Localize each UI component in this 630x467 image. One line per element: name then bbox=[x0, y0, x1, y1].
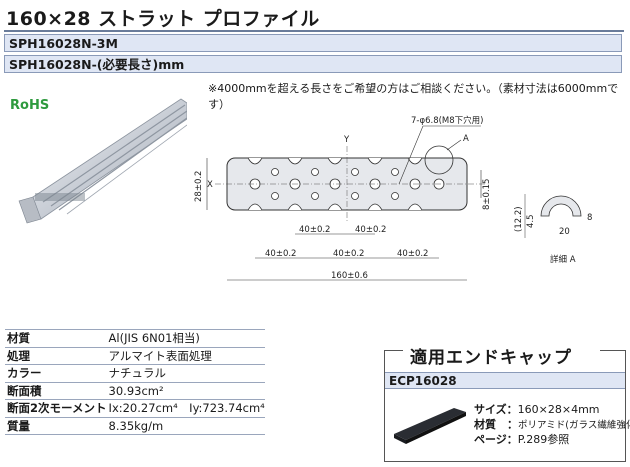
cross-section-drawing: X Y 7-φ6.8(M8下穴用) A 28±0.2 8±0.15 40±0.2… bbox=[194, 115, 592, 281]
end-cap-heading: 適用エンドキャップ bbox=[410, 348, 572, 368]
spec-row-color: カラーナチュラル bbox=[5, 364, 265, 383]
detail-dim-4: 8 bbox=[587, 213, 592, 223]
side-dimension: 8±0.15 bbox=[482, 179, 492, 210]
detail-a-label: 詳細 A bbox=[550, 254, 576, 265]
detail-dim-2: 4.5 bbox=[526, 214, 536, 228]
end-cap-image bbox=[394, 408, 466, 444]
axis-x-label: X bbox=[207, 180, 213, 190]
detail-callout-a: A bbox=[463, 134, 469, 144]
model-number-3m: SPH16028N-3M bbox=[4, 34, 622, 52]
rohs-logo: RoHS bbox=[10, 98, 49, 113]
end-cap-model: ECP16028 bbox=[385, 372, 625, 389]
inner-dim-1: 40±0.2 bbox=[299, 225, 330, 235]
page-title: 160×28 ストラット プロファイル bbox=[6, 8, 320, 30]
length-note: ※4000mmを超える長さをご希望の方はご相談ください。（素材寸法は6000mm… bbox=[208, 82, 619, 111]
title-divider bbox=[4, 30, 624, 32]
end-cap-size: サイズ：160×28×4mm bbox=[474, 403, 600, 416]
end-cap-material: 材質 ：ポリアミド(ガラス繊維強化) bbox=[474, 418, 630, 431]
end-cap-page: ページ：P.289参照 bbox=[474, 433, 570, 446]
lower-dim-1: 40±0.2 bbox=[265, 249, 296, 259]
height-dimension: 28±0.2 bbox=[194, 171, 204, 202]
product-photo: RoHS bbox=[10, 98, 187, 224]
model-number-custom-length: SPH16028N-(必要長さ)mm bbox=[4, 55, 622, 73]
inner-dim-2: 40±0.2 bbox=[355, 225, 386, 235]
detail-dim-3: 20 bbox=[559, 227, 570, 237]
hole-spec-label: 7-φ6.8(M8下穴用) bbox=[411, 115, 483, 126]
detail-dim-1: (12.2) bbox=[514, 206, 524, 232]
lower-dim-2: 40±0.2 bbox=[333, 249, 364, 259]
overall-dim: 160±0.6 bbox=[331, 271, 368, 281]
spec-row-treatment: 処理アルマイト表面処理 bbox=[5, 347, 265, 365]
axis-y-label: Y bbox=[343, 135, 350, 145]
lower-dim-3: 40±0.2 bbox=[397, 249, 428, 259]
